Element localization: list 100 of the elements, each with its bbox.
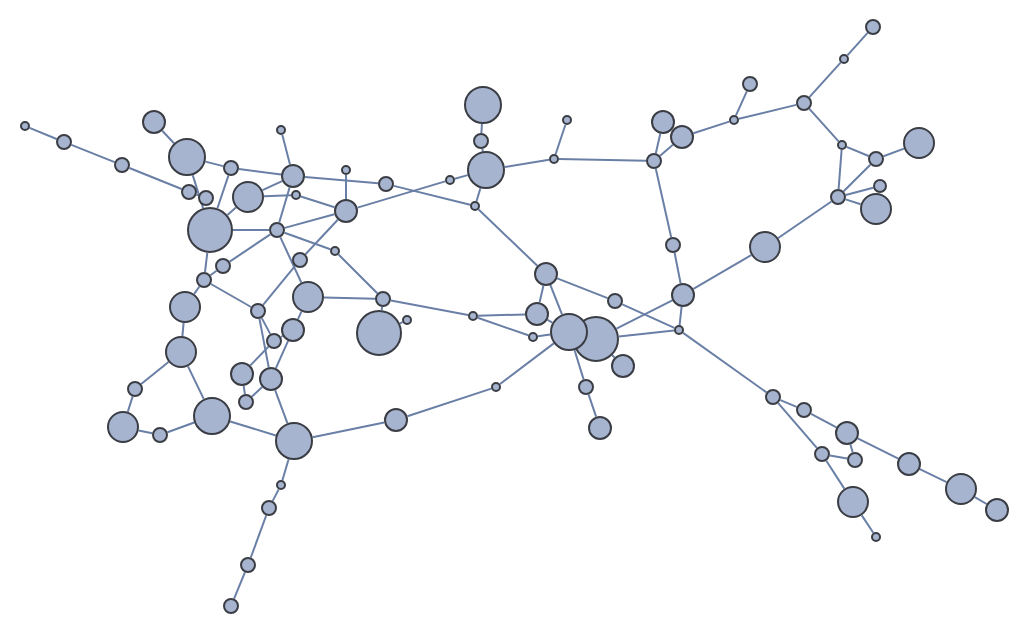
circle-node	[837, 140, 847, 150]
connector-line	[216, 174, 230, 210]
circle-node	[168, 138, 206, 176]
connector-line	[187, 365, 205, 400]
circle-node	[468, 311, 478, 321]
circle-node	[837, 486, 869, 518]
circle-node	[193, 397, 231, 435]
connector-line	[856, 437, 900, 460]
circle-node	[847, 452, 863, 468]
connector-line	[249, 514, 268, 559]
connector-line	[237, 168, 283, 176]
circle-node	[276, 125, 286, 135]
connector-line	[825, 459, 846, 490]
circle-node	[169, 291, 201, 323]
connector-line	[692, 254, 753, 290]
connector-line	[844, 198, 862, 206]
connector-line	[678, 305, 683, 326]
circle-node	[985, 498, 1009, 522]
connector-line	[262, 265, 296, 306]
connector-line	[453, 174, 469, 180]
connector-line	[556, 277, 609, 300]
circle-node	[550, 313, 588, 351]
connector-line	[882, 147, 905, 158]
circle-node	[56, 134, 72, 150]
circle-node	[341, 165, 351, 175]
circle-node	[473, 133, 489, 149]
connector-line	[271, 488, 280, 502]
circle-node	[729, 115, 739, 125]
circle-node	[578, 379, 594, 395]
circle-node	[196, 272, 212, 288]
connector-line	[299, 195, 336, 209]
circle-node	[334, 199, 358, 223]
connector-line	[279, 335, 284, 338]
connector-line	[161, 129, 175, 145]
connector-line	[304, 218, 339, 256]
circle-node	[266, 333, 282, 349]
circle-node	[127, 381, 143, 397]
connector-line	[777, 200, 833, 239]
circle-node	[384, 408, 408, 432]
connector-line	[846, 31, 869, 57]
connector-line	[398, 321, 404, 325]
circle-node	[491, 382, 501, 392]
connector-line	[554, 123, 567, 156]
connector-line	[860, 514, 875, 534]
circle-node	[142, 110, 166, 134]
connector-line	[137, 429, 154, 435]
connector-line	[973, 496, 988, 505]
circle-node	[470, 201, 480, 211]
circle-node	[796, 402, 812, 418]
connector-line	[191, 174, 205, 210]
connector-line	[209, 283, 253, 308]
connector-line	[842, 163, 872, 193]
circle-node	[275, 422, 313, 460]
connector-line	[546, 318, 554, 324]
connector-line	[779, 399, 798, 408]
circle-node	[259, 367, 283, 391]
connector-line	[258, 317, 270, 369]
connector-line	[249, 345, 270, 367]
connector-line	[735, 90, 748, 117]
connector-line	[140, 361, 170, 385]
connector-line	[808, 61, 842, 99]
connector-line	[345, 174, 347, 200]
connector-line	[181, 321, 185, 338]
connector-line	[281, 458, 290, 482]
circle-node	[749, 231, 781, 263]
connector-line	[263, 194, 292, 198]
connector-line	[261, 180, 284, 192]
circle-node	[276, 480, 286, 490]
circle-node	[223, 598, 239, 614]
connector-line	[279, 236, 303, 284]
circle-node	[165, 336, 197, 368]
connector-line	[808, 107, 840, 143]
connector-line	[311, 421, 386, 439]
circle-node	[292, 281, 324, 313]
circle-node	[534, 262, 558, 286]
circle-node	[742, 76, 758, 92]
circle-node	[464, 86, 502, 124]
circle-node	[330, 246, 340, 256]
connector-line	[480, 123, 483, 134]
circle-node	[651, 110, 675, 134]
circle-node	[835, 421, 859, 445]
connector-line	[166, 421, 196, 434]
connector-line	[737, 103, 798, 120]
circle-node	[897, 452, 921, 476]
connector-line	[229, 420, 277, 437]
connector-line	[837, 149, 843, 190]
circle-node	[607, 293, 623, 309]
connector-line	[549, 284, 563, 316]
circle-node	[378, 176, 394, 192]
connector-line	[242, 384, 246, 396]
circle-node	[114, 157, 130, 173]
connector-line	[233, 571, 246, 600]
connector-line	[281, 133, 291, 166]
connector-line	[682, 331, 768, 394]
connector-line	[28, 126, 58, 140]
connector-line	[611, 354, 616, 359]
circle-node	[402, 315, 412, 325]
connector-line	[228, 233, 272, 263]
connector-line	[128, 167, 183, 190]
connector-line	[481, 147, 484, 153]
